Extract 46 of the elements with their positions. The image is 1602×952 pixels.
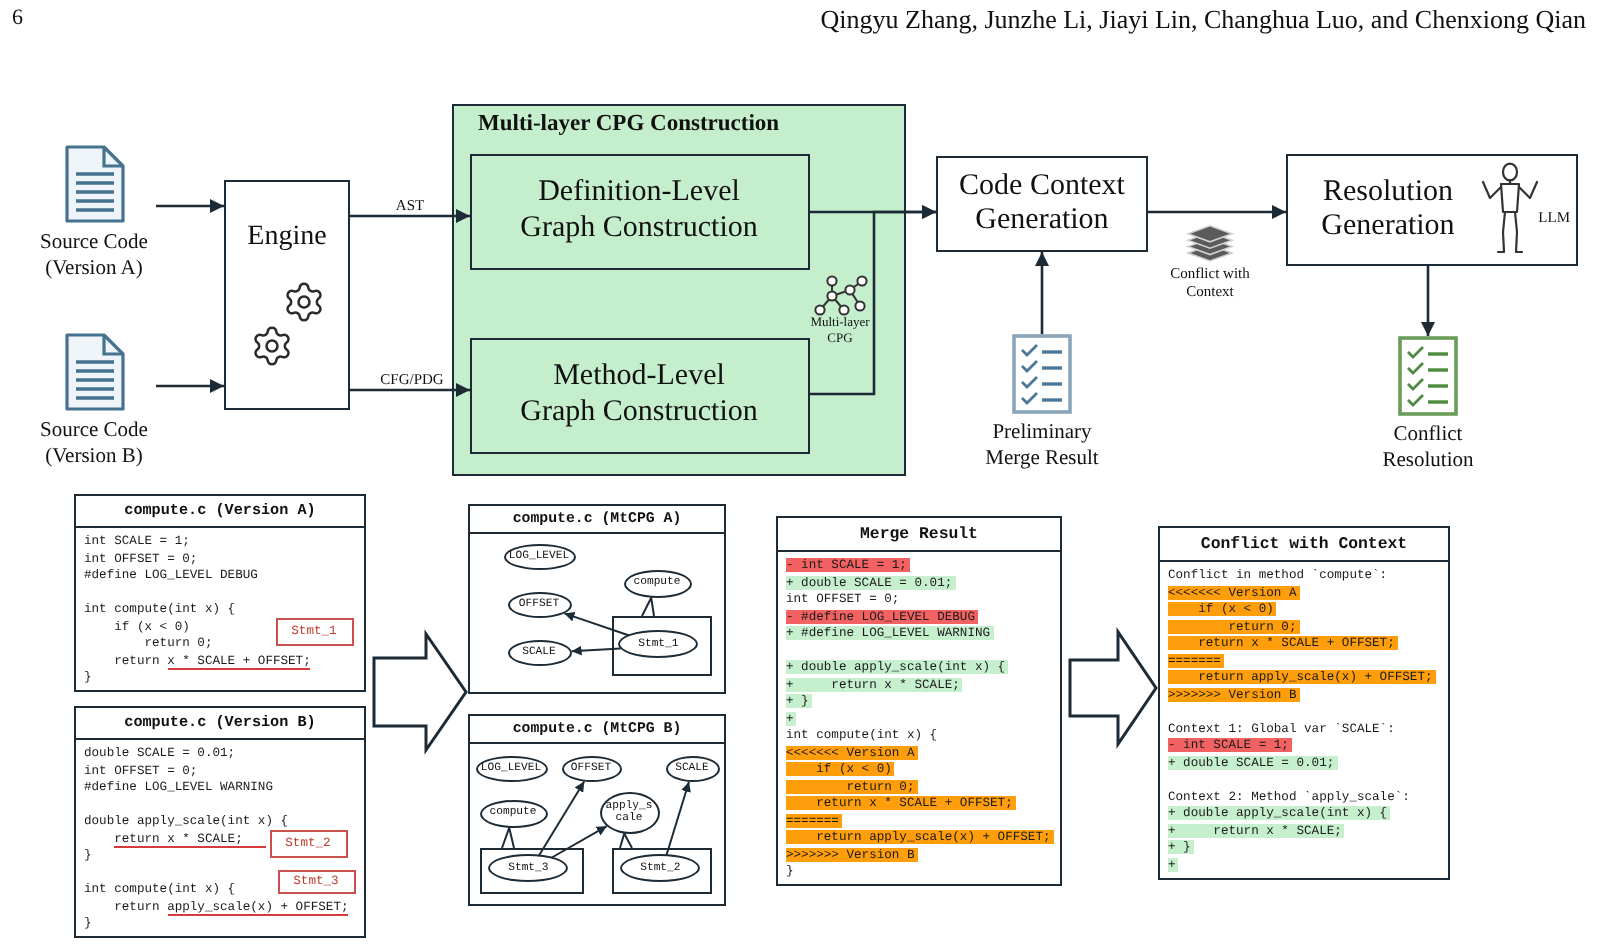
callout-tail [641, 594, 655, 617]
scope-box [611, 615, 711, 675]
process-box [469, 153, 809, 269]
node-label: Definition-Level Graph Construction [518, 176, 760, 246]
arrow [350, 209, 470, 223]
arrow [537, 780, 586, 858]
code-panel [74, 494, 366, 692]
arrow [1148, 205, 1286, 219]
panel-title: Merge Result [778, 518, 1060, 552]
arrow [1035, 252, 1049, 334]
arrow [810, 205, 936, 396]
arrow [570, 645, 622, 656]
process-box [224, 180, 350, 410]
arrow [563, 611, 633, 638]
block-arrow [1068, 627, 1158, 749]
code-panel [776, 516, 1062, 886]
node-label: Conflict Resolution [1380, 424, 1476, 474]
process-box [936, 156, 1148, 252]
process-box [1286, 154, 1578, 266]
node-label: Source Code (Version A) [38, 232, 150, 282]
code-panel [1158, 526, 1450, 880]
arrow [350, 383, 470, 397]
arrow [1421, 266, 1435, 336]
graph-panel [468, 504, 726, 694]
node-label: Resolution Generation [1319, 175, 1457, 245]
node-label: Method-Level Graph Construction [518, 360, 760, 430]
node-label: Source Code (Version B) [38, 420, 150, 470]
node-label: Engine [247, 222, 327, 256]
callout-tail [619, 831, 633, 849]
scope-box [479, 847, 583, 893]
node-label: Code Context Generation [957, 169, 1127, 239]
panel-title: Conflict with Context [1160, 528, 1448, 562]
page-number: 6 [12, 6, 23, 32]
graph-panel [468, 714, 726, 906]
author-list: Qingyu Zhang, Junzhe Li, Jiayi Lin, Changhua Luo, and Chenxiong Qian [820, 4, 1586, 34]
group-panel [452, 104, 906, 476]
arrow [156, 379, 224, 393]
callout-tail [501, 824, 515, 849]
arrow [156, 199, 224, 213]
arrow [550, 825, 608, 859]
arrow [665, 780, 691, 857]
scope-box [611, 847, 711, 893]
group-title: Multi-layer CPG Construction [478, 110, 780, 138]
code-panel [74, 706, 366, 938]
process-box [469, 337, 809, 453]
node-label: Preliminary Merge Result [983, 422, 1101, 472]
